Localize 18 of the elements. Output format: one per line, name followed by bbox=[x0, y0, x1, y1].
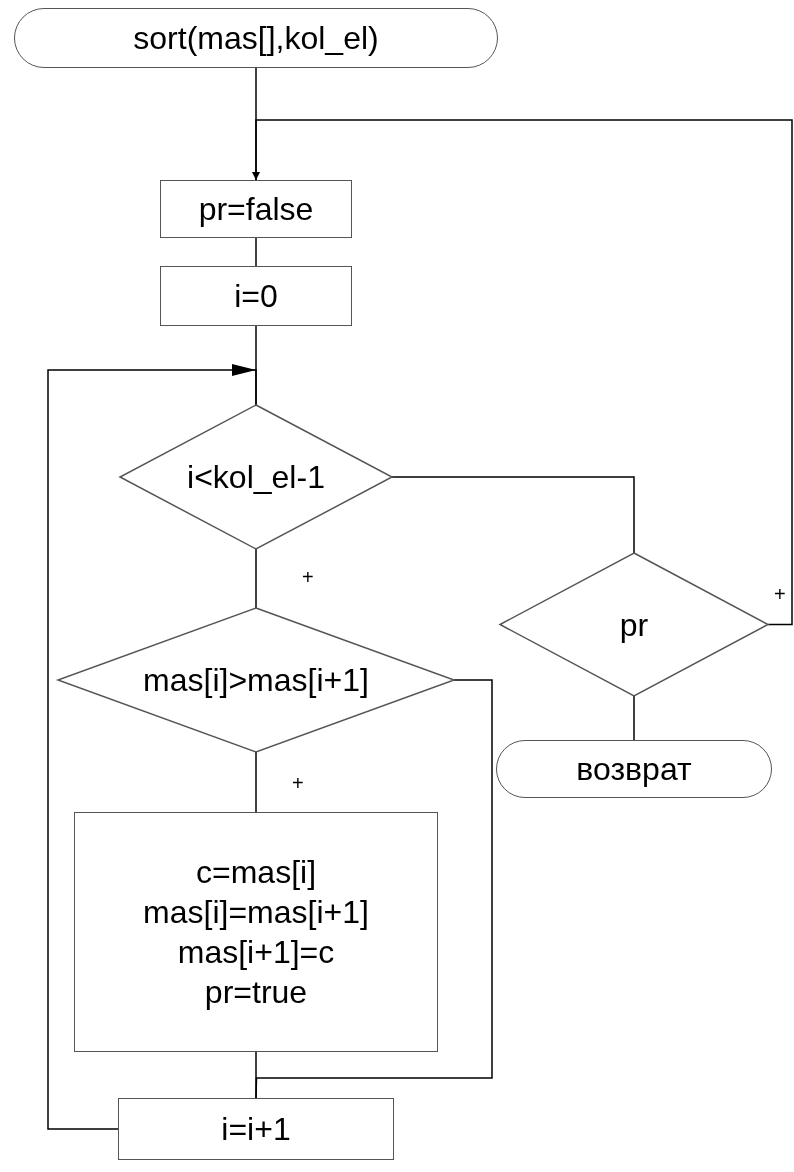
decision-diamond bbox=[500, 553, 768, 696]
node-text: sort(mas[],kol_el) bbox=[133, 19, 379, 58]
process-box bbox=[74, 812, 438, 1052]
node-text: i=i+1 bbox=[221, 1110, 291, 1149]
terminator bbox=[14, 8, 498, 68]
decision-diamond bbox=[58, 608, 454, 752]
process-box bbox=[160, 266, 352, 326]
node-text: pr=false bbox=[198, 190, 314, 229]
decision-diamond bbox=[120, 405, 392, 549]
condition-text: i<kol_el-1 bbox=[187, 458, 325, 497]
condition-text: pr bbox=[619, 605, 649, 645]
process-box bbox=[160, 180, 352, 238]
terminator bbox=[496, 740, 772, 798]
condition-text: mas[i]>mas[i+1] bbox=[143, 661, 369, 700]
node-text: i=0 bbox=[234, 277, 278, 316]
process-box bbox=[118, 1098, 394, 1160]
node-text: возврат bbox=[576, 750, 692, 789]
node-text: c=mas[i] mas[i]=mas[i+1] mas[i+1]=c pr=true bbox=[142, 853, 370, 1012]
